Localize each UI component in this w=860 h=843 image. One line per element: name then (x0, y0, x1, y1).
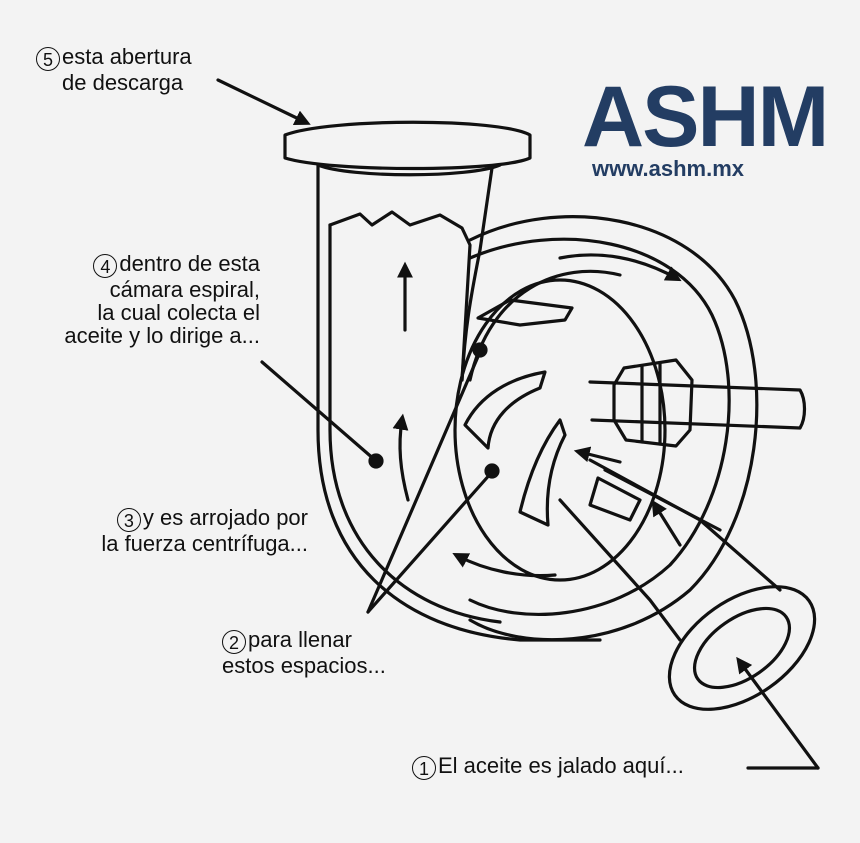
leader-4 (260, 360, 377, 462)
impeller-disc (453, 278, 667, 582)
volute-casing (468, 215, 759, 642)
vane-2 (463, 370, 547, 450)
leader-2a (366, 350, 482, 614)
number-2-badge: 2 (222, 630, 246, 654)
flow-arrow-suction (651, 499, 682, 547)
leader-5 (216, 78, 311, 126)
leader-2b (366, 470, 494, 614)
number-3-badge: 3 (116, 508, 141, 532)
leader-4-dot (368, 453, 384, 469)
suction-flange (667, 585, 817, 711)
discharge-flange (283, 120, 532, 171)
number-5-badge: 5 (36, 47, 60, 71)
flow-arrow-volute-top (558, 253, 682, 282)
discharge-pipe-outer (316, 163, 602, 642)
ashm-logo: ASHM (582, 69, 829, 165)
logo-url: www.ashm.mx (592, 156, 745, 181)
leader-1 (736, 656, 820, 770)
discharge-inner-wall (328, 223, 502, 624)
pipe-cut-edge (328, 210, 472, 382)
flow-arrow-discharge-mid (392, 413, 410, 502)
vane-4 (588, 476, 642, 522)
vane-3 (518, 418, 567, 527)
shaft (588, 380, 807, 430)
vane-1 (476, 298, 574, 327)
flow-arrow-eye (573, 446, 622, 464)
number-4-badge: 4 (93, 254, 118, 278)
flow-arrow-bottom (452, 553, 557, 578)
shaft-nut (612, 358, 694, 448)
number-1-badge: 1 (412, 756, 436, 780)
